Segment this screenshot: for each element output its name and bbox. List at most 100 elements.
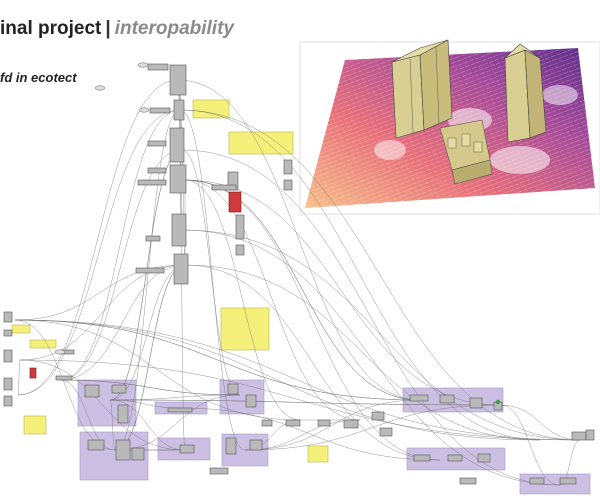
- page-title: inal project|interopability: [0, 18, 234, 40]
- wire: [19, 359, 186, 451]
- grasshopper-component[interactable]: [283, 159, 293, 175]
- wire: [244, 399, 421, 451]
- grasshopper-component[interactable]: [169, 64, 187, 96]
- grasshopper-component[interactable]: [145, 235, 161, 242]
- param-bubble[interactable]: [138, 107, 150, 113]
- wire: [177, 79, 421, 401]
- grasshopper-component[interactable]: [225, 437, 237, 455]
- grasshopper-component[interactable]: [413, 454, 431, 462]
- grasshopper-component[interactable]: [147, 140, 167, 147]
- text-panel[interactable]: [307, 445, 329, 463]
- component-group[interactable]: [219, 379, 265, 415]
- grasshopper-component[interactable]: [249, 439, 263, 451]
- wire: [114, 109, 181, 451]
- tower-right: [504, 43, 547, 143]
- wire: [59, 379, 116, 451]
- grasshopper-component[interactable]: [169, 164, 187, 194]
- grasshopper-component[interactable]: [409, 394, 429, 402]
- grasshopper-component[interactable]: [529, 477, 545, 485]
- text-panel[interactable]: [11, 324, 31, 334]
- grasshopper-component[interactable]: [137, 179, 167, 186]
- text-panel[interactable]: [23, 415, 47, 435]
- grasshopper-component[interactable]: [285, 419, 301, 427]
- error-component[interactable]: [29, 367, 37, 379]
- grasshopper-component[interactable]: [379, 427, 393, 437]
- grasshopper-component[interactable]: [459, 477, 477, 485]
- wire: [179, 407, 441, 461]
- param-bubble[interactable]: [54, 349, 66, 355]
- wire: [179, 109, 581, 441]
- grasshopper-component[interactable]: [439, 394, 455, 404]
- grasshopper-component[interactable]: [171, 213, 187, 247]
- grasshopper-component[interactable]: [147, 63, 169, 71]
- error-component[interactable]: [228, 191, 242, 213]
- param-bubble[interactable]: [94, 85, 106, 91]
- wire: [59, 379, 241, 396]
- grasshopper-component[interactable]: [283, 179, 293, 191]
- wire: [59, 109, 181, 381]
- grasshopper-component[interactable]: [84, 384, 100, 398]
- wire: [14, 319, 541, 441]
- grasshopper-component[interactable]: [173, 99, 185, 121]
- page-subtitle: fd in ecotect: [0, 70, 77, 85]
- wire: [14, 319, 421, 401]
- grasshopper-component[interactable]: [261, 419, 273, 427]
- grasshopper-component[interactable]: [235, 244, 245, 256]
- grasshopper-component[interactable]: [469, 397, 483, 409]
- title-main: inal project: [0, 18, 102, 39]
- wire: [109, 399, 186, 451]
- grasshopper-component[interactable]: [55, 375, 73, 381]
- grasshopper-component[interactable]: [447, 454, 463, 462]
- grasshopper-component[interactable]: [173, 253, 189, 285]
- grasshopper-component[interactable]: [209, 467, 229, 475]
- wire: [14, 264, 186, 321]
- wire: [184, 264, 541, 441]
- grasshopper-component[interactable]: [585, 429, 595, 441]
- wire: [14, 319, 581, 441]
- grasshopper-component[interactable]: [343, 419, 359, 429]
- wire: [109, 399, 501, 406]
- wire: [184, 179, 301, 421]
- grasshopper-component[interactable]: [477, 453, 491, 463]
- wire: [181, 149, 241, 396]
- grasshopper-component[interactable]: [559, 477, 577, 485]
- grasshopper-component[interactable]: [135, 267, 165, 274]
- param-bubble[interactable]: [137, 62, 149, 68]
- grasshopper-component[interactable]: [211, 184, 237, 191]
- grasshopper-component[interactable]: [115, 439, 131, 461]
- text-panel[interactable]: [192, 99, 230, 119]
- grasshopper-component[interactable]: [149, 107, 171, 114]
- grasshopper-component[interactable]: [3, 349, 13, 363]
- grasshopper-component[interactable]: [235, 214, 245, 240]
- grasshopper-component[interactable]: [131, 447, 145, 461]
- grasshopper-component[interactable]: [245, 394, 257, 408]
- grasshopper-component[interactable]: [371, 411, 385, 421]
- grasshopper-component[interactable]: [111, 384, 127, 394]
- grasshopper-component[interactable]: [167, 407, 193, 413]
- wire: [179, 109, 246, 451]
- wire: [109, 399, 116, 451]
- grasshopper-component[interactable]: [571, 431, 587, 441]
- text-panel[interactable]: [220, 307, 270, 351]
- tower-left: [391, 39, 453, 139]
- grasshopper-component[interactable]: [87, 439, 105, 451]
- grasshopper-component[interactable]: [227, 383, 239, 395]
- grasshopper-component[interactable]: [3, 377, 13, 391]
- grasshopper-component[interactable]: [179, 444, 195, 454]
- grasshopper-component[interactable]: [3, 311, 13, 323]
- title-separator: |: [105, 18, 111, 39]
- wire: [59, 149, 183, 381]
- wire: [244, 404, 501, 451]
- grasshopper-component[interactable]: [169, 127, 185, 163]
- wire: [17, 109, 181, 396]
- grasshopper-component[interactable]: [3, 329, 13, 337]
- text-panel[interactable]: [29, 339, 57, 349]
- wire: [181, 229, 561, 486]
- grasshopper-component[interactable]: [117, 404, 129, 424]
- grasshopper-component[interactable]: [3, 395, 13, 407]
- wire: [19, 359, 581, 441]
- grasshopper-component[interactable]: [147, 167, 167, 174]
- text-panel[interactable]: [228, 131, 294, 155]
- grasshopper-component[interactable]: [317, 419, 331, 427]
